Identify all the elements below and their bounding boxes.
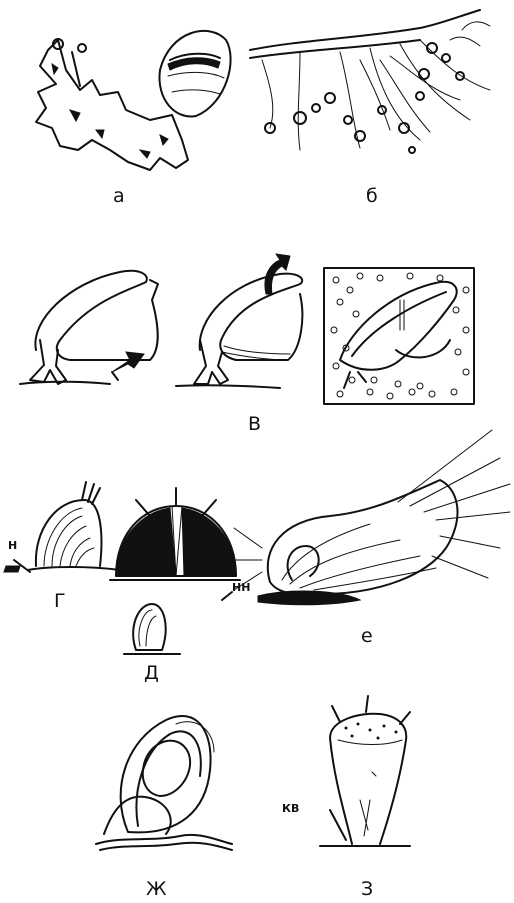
- panel-z-dots: [345, 723, 397, 739]
- panel-b-label: б: [366, 187, 378, 206]
- panel-a-label: а: [113, 187, 125, 206]
- panel-z-illustration: [320, 696, 410, 846]
- panel-v-illustration: [20, 254, 474, 404]
- panel-d-callout: НН: [232, 582, 250, 593]
- panel-zh-illustration: [96, 716, 232, 850]
- panel-v-sediment: [331, 273, 469, 399]
- panel-z-callout: КВ: [282, 803, 299, 814]
- panel-zh-label: Ж: [146, 880, 166, 899]
- panel-z-label: З: [361, 880, 373, 899]
- panel-e-illustration: [230, 430, 510, 605]
- panel-b-illustration: [250, 10, 490, 153]
- panel-g-illustration: [4, 482, 120, 572]
- panel-d-label: Д: [144, 664, 159, 683]
- panel-g-label: Г: [54, 592, 66, 611]
- panel-d-illustration: [110, 488, 240, 654]
- panel-a-illustration: [36, 31, 231, 170]
- panel-v-label: В: [248, 415, 261, 434]
- panel-g-callout: Н: [8, 540, 17, 551]
- panel-e-label: е: [361, 627, 373, 646]
